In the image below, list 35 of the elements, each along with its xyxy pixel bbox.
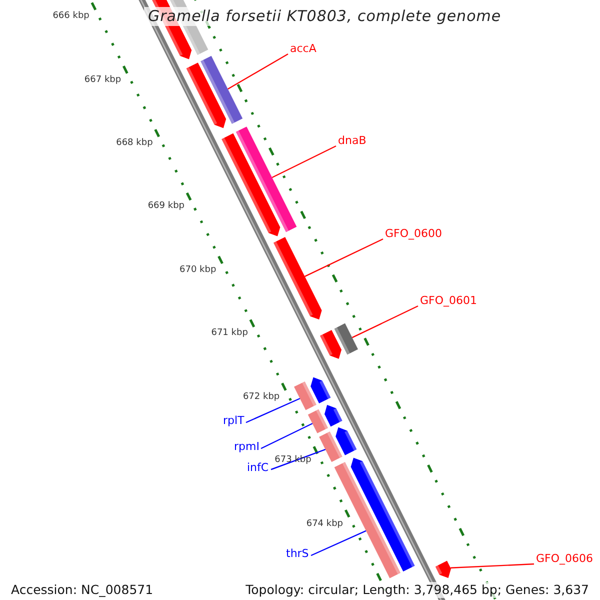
gene-feature: [222, 126, 297, 236]
leader-line: [246, 398, 300, 424]
leader-line: [450, 563, 534, 568]
gene-feature: [435, 560, 451, 578]
leader-line: [304, 238, 384, 277]
gene-feature: [308, 404, 342, 434]
gene-feature: [294, 377, 331, 410]
gene-label: GFO_0600: [385, 228, 442, 241]
tick-label: 671 kbp: [211, 328, 248, 339]
tick-label: 668 kbp: [116, 138, 153, 148]
gene-label: GFO_0601: [420, 295, 478, 308]
gene-label: rpmI: [234, 441, 260, 454]
gene-label: GFO_0606: [536, 553, 594, 566]
leader-line: [228, 53, 288, 90]
tick-label: 666 kbp: [52, 11, 90, 22]
gene-feature: [320, 323, 358, 359]
gene-label: dnaB: [338, 135, 366, 148]
leader-line: [310, 530, 366, 556]
gene-label: infC: [247, 462, 269, 475]
gene-label: thrS: [286, 548, 309, 561]
leader-line: [272, 145, 336, 178]
tick-label: 669 kbp: [148, 201, 184, 212]
tick-label: 673 kbp: [274, 455, 312, 466]
gene-feature: [274, 237, 322, 320]
gene-label: rplT: [223, 415, 244, 428]
gene-feature: [319, 427, 357, 462]
leader-line: [352, 305, 418, 338]
leader-line: [270, 448, 326, 470]
tick-label: 674 kbp: [306, 518, 344, 529]
gene-feature: [186, 56, 243, 128]
leader-line: [260, 422, 313, 450]
tick-label: 670 kbp: [180, 264, 216, 276]
gene-label: accA: [290, 43, 316, 56]
tick-label: 667 kbp: [84, 74, 122, 86]
tick-label: 672 kbp: [242, 392, 280, 402]
